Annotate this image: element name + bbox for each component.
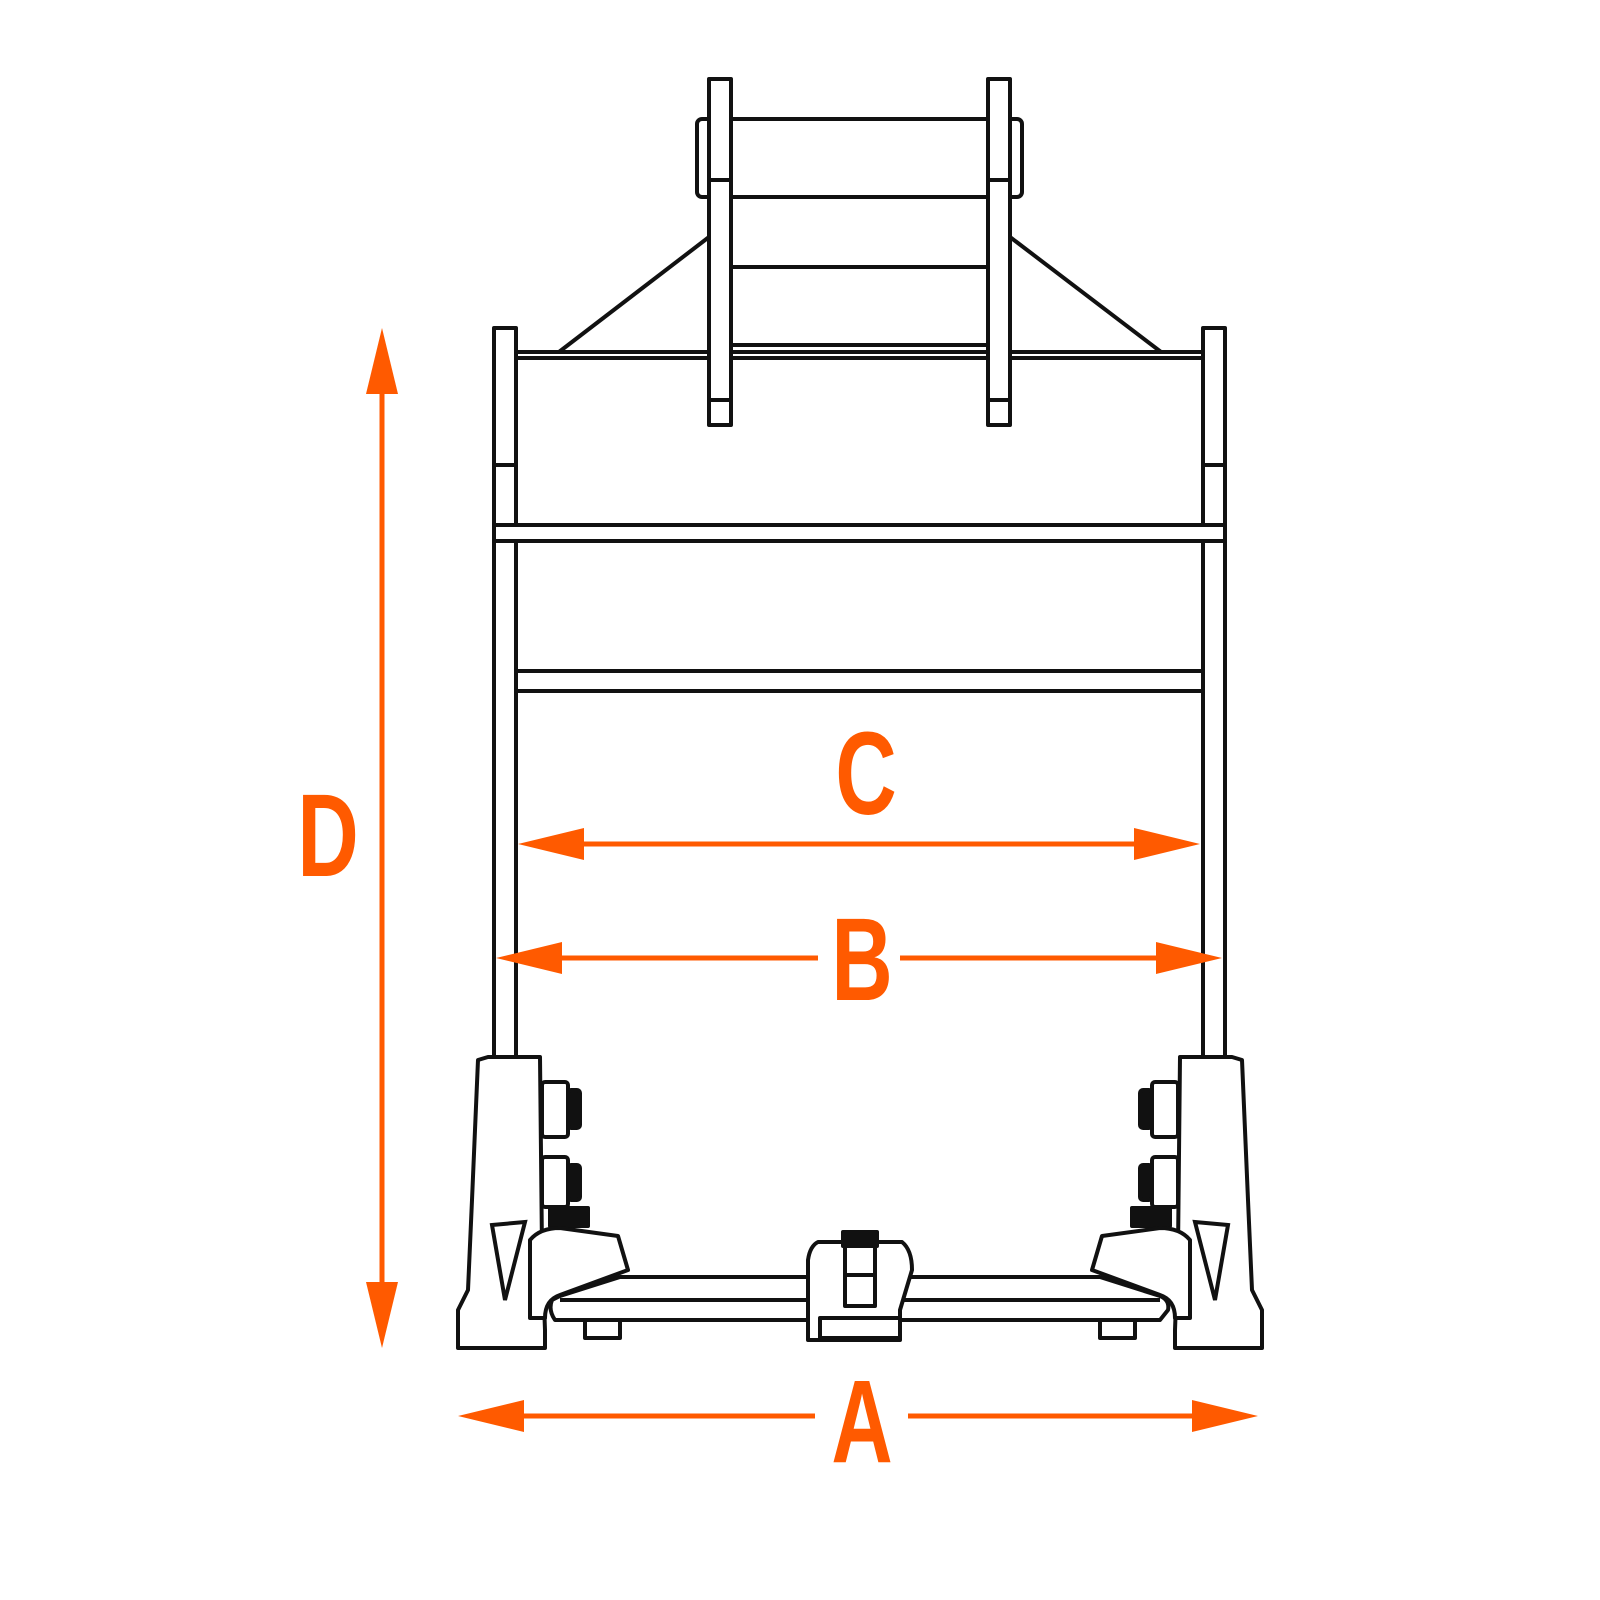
dimension-d-label: D bbox=[297, 769, 358, 901]
hitch-plate-right bbox=[986, 77, 1012, 427]
dimension-c-label: C bbox=[835, 707, 896, 839]
dimension-a-arrow bbox=[458, 1400, 1258, 1432]
side-plate-right bbox=[1201, 326, 1227, 1060]
corner-tooth-right bbox=[1090, 1055, 1264, 1350]
crossbar-upper bbox=[492, 523, 1227, 543]
dimension-a-label: A bbox=[831, 1355, 892, 1487]
corner-tooth-left bbox=[456, 1055, 630, 1350]
hitch-plate-left bbox=[707, 77, 733, 427]
dimension-d-arrow bbox=[366, 328, 398, 1348]
crossbar-lower bbox=[514, 669, 1205, 693]
right-gusset bbox=[1008, 235, 1167, 357]
center-tooth bbox=[806, 1230, 914, 1342]
dimension-annotations: D C B A bbox=[297, 328, 1258, 1487]
dimension-b-arrow bbox=[496, 942, 1222, 974]
dimension-c-arrow bbox=[518, 828, 1200, 860]
hitch-pin bbox=[729, 117, 990, 199]
bucket-drawing bbox=[456, 77, 1264, 1350]
hitch-base-bar bbox=[729, 343, 990, 354]
side-plate-left bbox=[492, 326, 518, 1060]
dimension-b-label: B bbox=[831, 893, 892, 1025]
left-gusset bbox=[553, 235, 711, 357]
